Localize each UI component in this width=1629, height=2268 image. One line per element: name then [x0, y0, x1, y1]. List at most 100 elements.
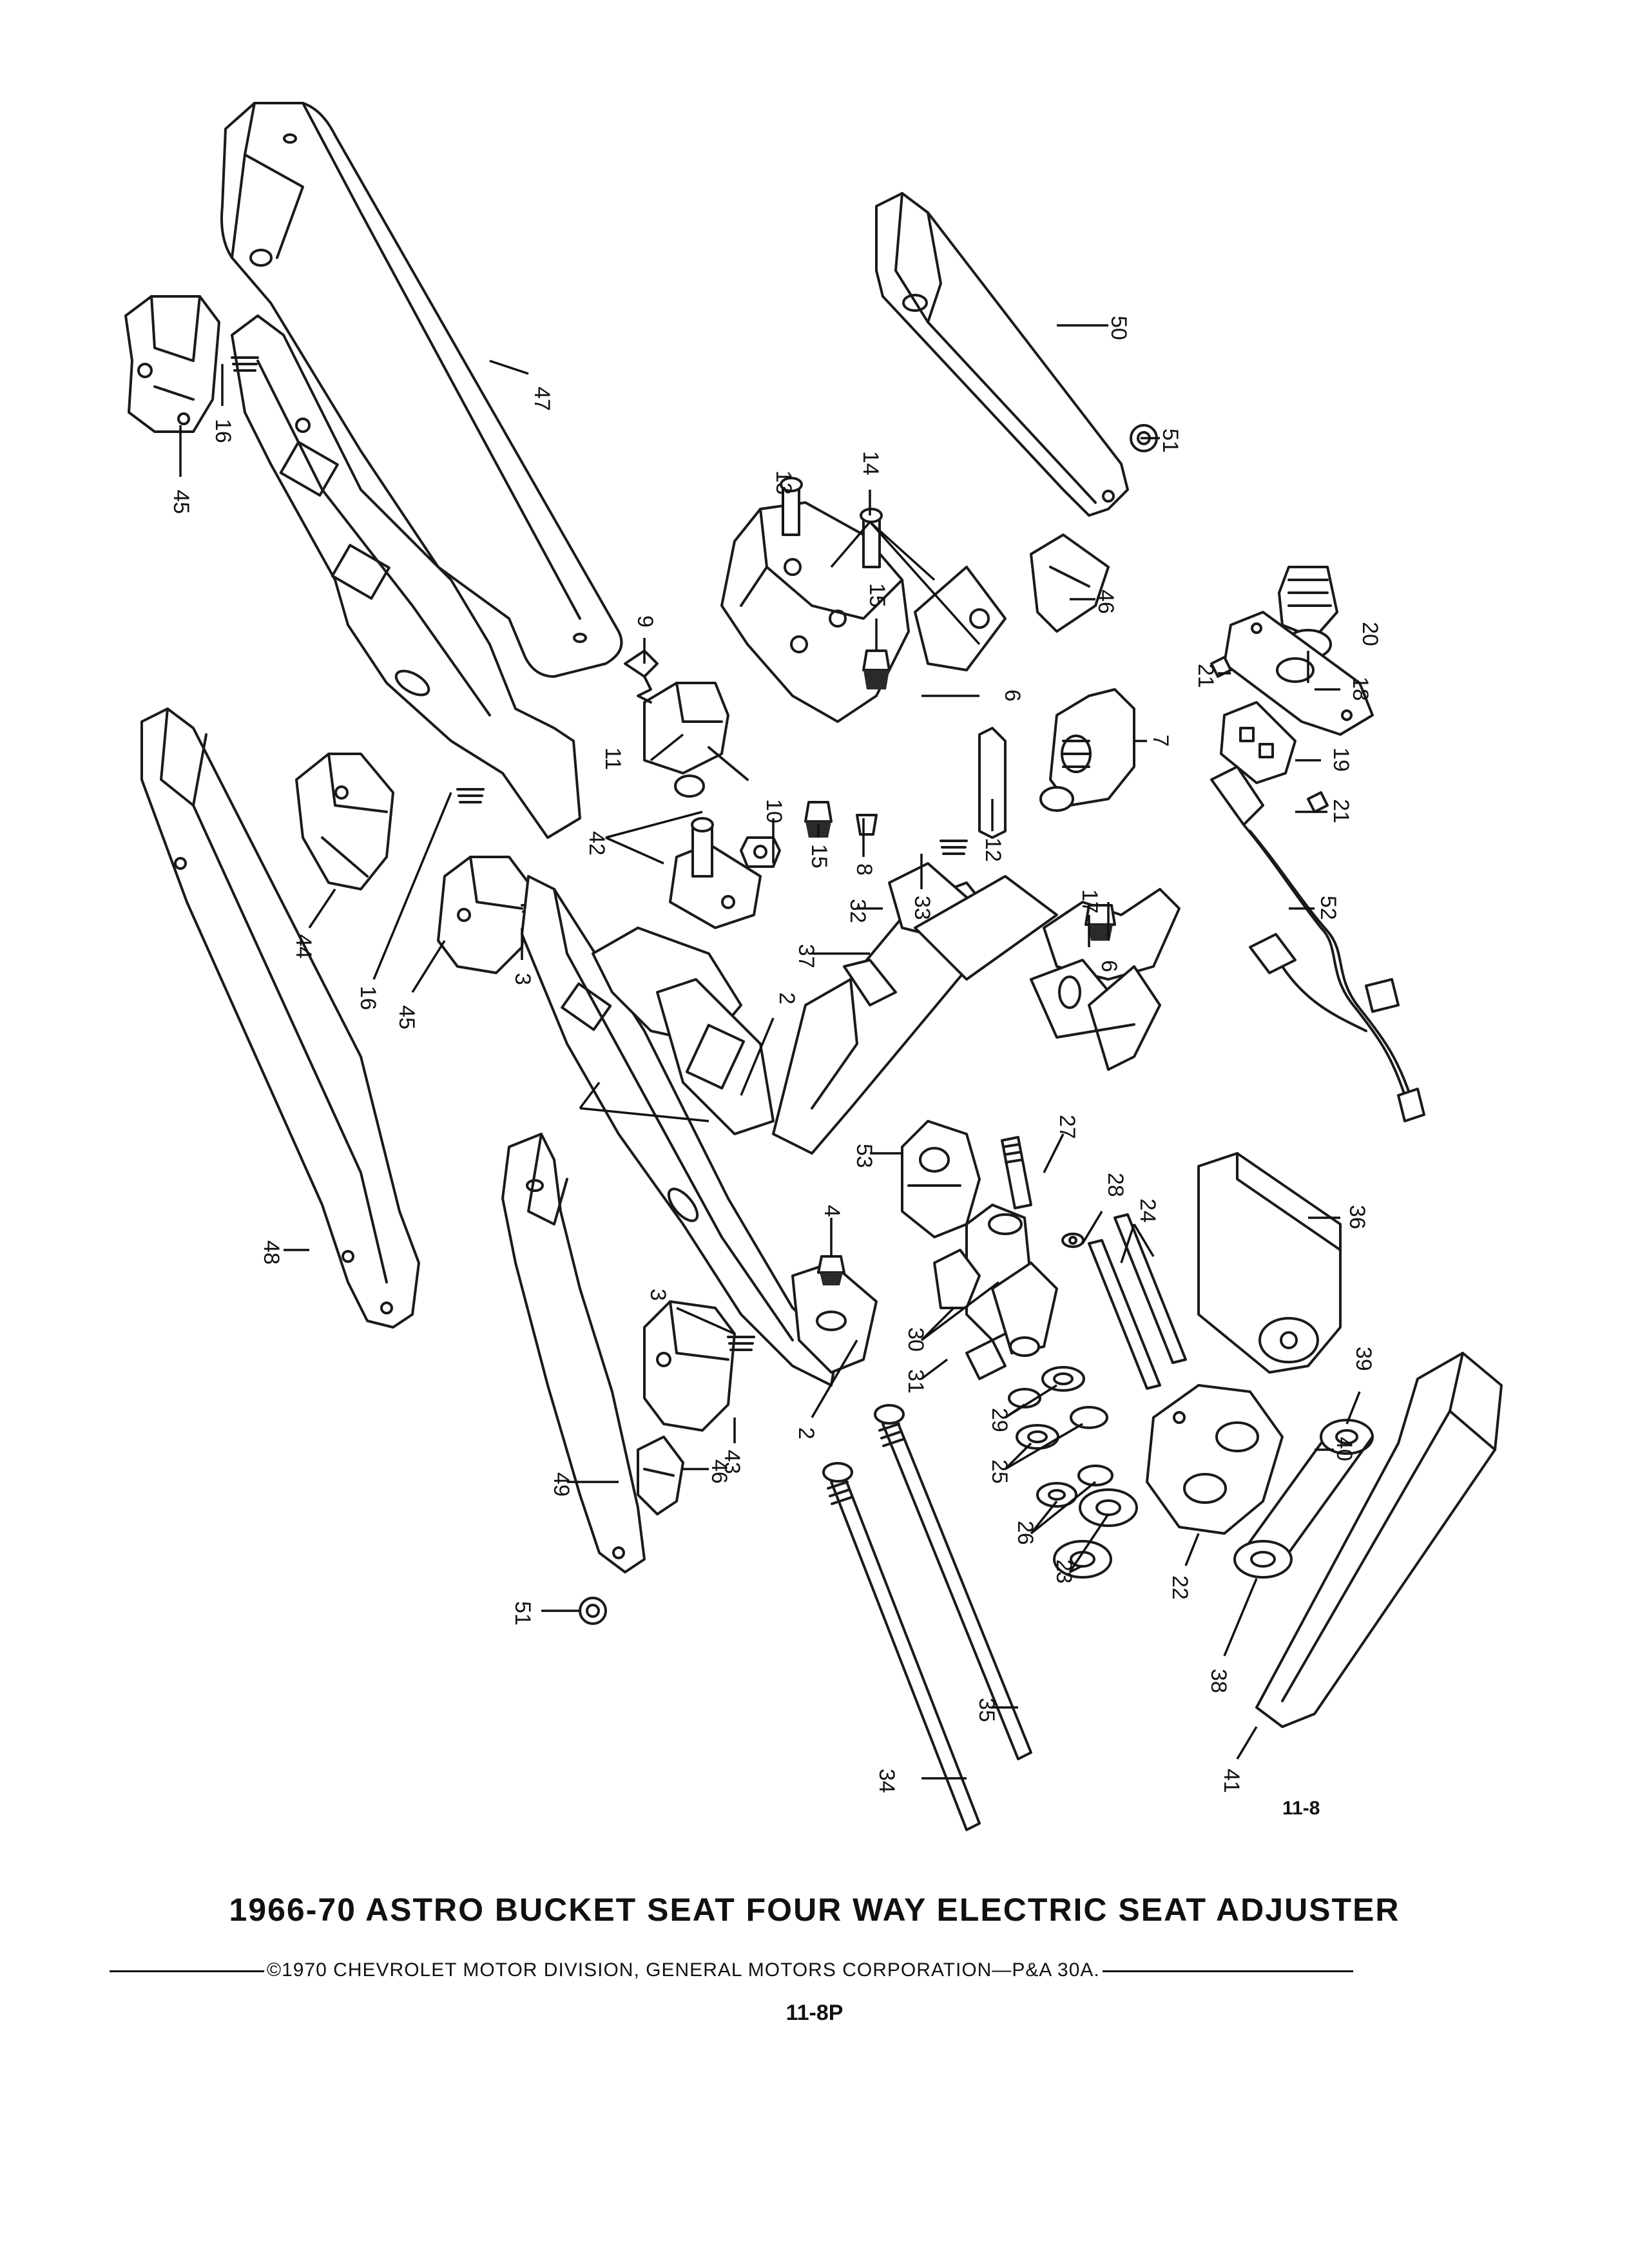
callout-11: 11: [601, 747, 625, 770]
part-upper-rail-frame: [231, 314, 581, 839]
part-44-bracket: [295, 753, 394, 890]
callout-2: 2: [775, 992, 799, 1004]
part-21-clip-upper: [1210, 656, 1232, 678]
part-24-drive-shaft-2: [1113, 1213, 1187, 1364]
part-32-37-center-rail: [772, 862, 1058, 1155]
callout-18: 18: [1348, 677, 1373, 701]
part-30-31-gear-housing: [933, 1204, 1058, 1380]
callout-3: 3: [510, 973, 535, 985]
callout-39: 39: [1351, 1347, 1376, 1371]
part-45-bracket-upper: [124, 295, 220, 433]
part-22-transmission: [1146, 1384, 1284, 1535]
callout-52: 52: [1316, 896, 1340, 920]
callout-29: 29: [987, 1408, 1012, 1432]
part-16-stud-lower: [456, 788, 485, 803]
part-34-cable: [822, 1462, 981, 1831]
callout-4: 4: [820, 1205, 844, 1217]
callout-46: 46: [1094, 590, 1118, 614]
callout-28: 28: [1103, 1173, 1128, 1197]
callout-36: 36: [1345, 1205, 1369, 1229]
part-14-pin: [860, 508, 883, 568]
page-title: 1966-70 ASTRO BUCKET SEAT FOUR WAY ELECT…: [229, 1892, 1400, 1928]
callout-25: 25: [987, 1459, 1012, 1484]
callout-49: 49: [549, 1472, 574, 1497]
page-number: 11-8P: [786, 2001, 843, 2025]
part-23-gears: [1053, 1488, 1138, 1579]
part-38-pulley: [1233, 1540, 1293, 1579]
part-25-gears: [1016, 1406, 1108, 1450]
part-12-rod: [978, 727, 1007, 839]
callout-6: 6: [1000, 689, 1025, 702]
rule-left: [110, 1970, 264, 1972]
part-18-switch-bezel: [1223, 611, 1374, 736]
callout-31: 31: [903, 1369, 928, 1394]
callout-34: 34: [874, 1769, 899, 1793]
figure-reference: 11-8: [1282, 1798, 1320, 1819]
callout-44: 44: [291, 934, 316, 959]
part-19-switch-body: [1220, 701, 1296, 784]
part-9-spring: [624, 649, 659, 704]
part-15-screw-upper: [862, 649, 891, 689]
callout-8: 8: [852, 863, 876, 876]
callout-16: 16: [211, 419, 235, 443]
callout-51: 51: [510, 1601, 535, 1626]
part-21-clip-lower: [1307, 791, 1329, 813]
callout-9: 9: [633, 615, 657, 628]
callout-45: 45: [169, 490, 193, 514]
callout-38: 38: [1206, 1669, 1231, 1693]
callout-27: 27: [1055, 1115, 1079, 1139]
part-48-shield: [140, 707, 420, 1329]
part-46-strap-lower: [637, 1436, 684, 1515]
part-35-cable: [874, 1404, 1032, 1760]
callout-16: 16: [356, 986, 380, 1010]
part-24-drive-shaft-1: [1088, 1239, 1161, 1390]
callout-6: 6: [1097, 960, 1121, 972]
callout-13: 13: [771, 470, 796, 495]
callout-23: 23: [1052, 1559, 1076, 1584]
callout-3: 3: [646, 1289, 670, 1301]
callout-30: 30: [903, 1327, 928, 1352]
part-16-stud-upper: [231, 356, 259, 372]
callout-40: 40: [1332, 1437, 1356, 1461]
part-lower-track-frame: [521, 875, 839, 1387]
part-51-bolt-lower: [579, 1597, 607, 1625]
part-53-motor-housing: [901, 1120, 981, 1238]
callout-14: 14: [858, 451, 883, 476]
callout-43: 43: [720, 1450, 744, 1474]
callout-19: 19: [1329, 747, 1353, 772]
part-right-upper-bracket: [1030, 888, 1181, 1071]
callout-47: 47: [530, 387, 554, 411]
part-upper-hinge-assembly: [720, 501, 1007, 723]
part-26-gears: [1036, 1465, 1113, 1508]
callout-33: 33: [910, 896, 934, 920]
callout-20: 20: [1358, 622, 1382, 646]
callout-15: 15: [807, 844, 831, 869]
part-27-shaft: [1001, 1136, 1032, 1209]
callout-46: 46: [707, 1459, 731, 1484]
callout-21: 21: [1329, 799, 1353, 823]
callout-2: 2: [794, 1427, 818, 1439]
part-3-stud-lower: [727, 1336, 755, 1351]
rule-right: [1102, 1970, 1353, 1972]
part-43-bracket: [643, 1300, 736, 1432]
part-7-gear-housing: [1039, 688, 1135, 812]
part-41-cover: [1255, 1352, 1503, 1728]
callout-50: 50: [1106, 316, 1131, 340]
leader-lines: [179, 324, 1361, 1780]
callout-37: 37: [794, 944, 818, 968]
part-45-bracket-lower: [437, 856, 530, 974]
callout-48: 48: [259, 1240, 284, 1265]
callout-26: 26: [1013, 1521, 1037, 1545]
part-47-shield: [220, 102, 623, 678]
callout-15: 15: [865, 583, 889, 608]
part-40-belt: [1236, 1436, 1374, 1561]
callout-51: 51: [1158, 428, 1182, 453]
callout-10: 10: [762, 799, 786, 823]
callout-24: 24: [1135, 1198, 1160, 1223]
callout-53: 53: [852, 1144, 876, 1168]
callout-21: 21: [1193, 664, 1218, 688]
callout-22: 22: [1168, 1575, 1192, 1600]
copyright-text: ©1970 CHEVROLET MOTOR DIVISION, GENERAL …: [267, 1959, 1100, 1981]
part-42-pivot-bracket: [669, 817, 762, 929]
